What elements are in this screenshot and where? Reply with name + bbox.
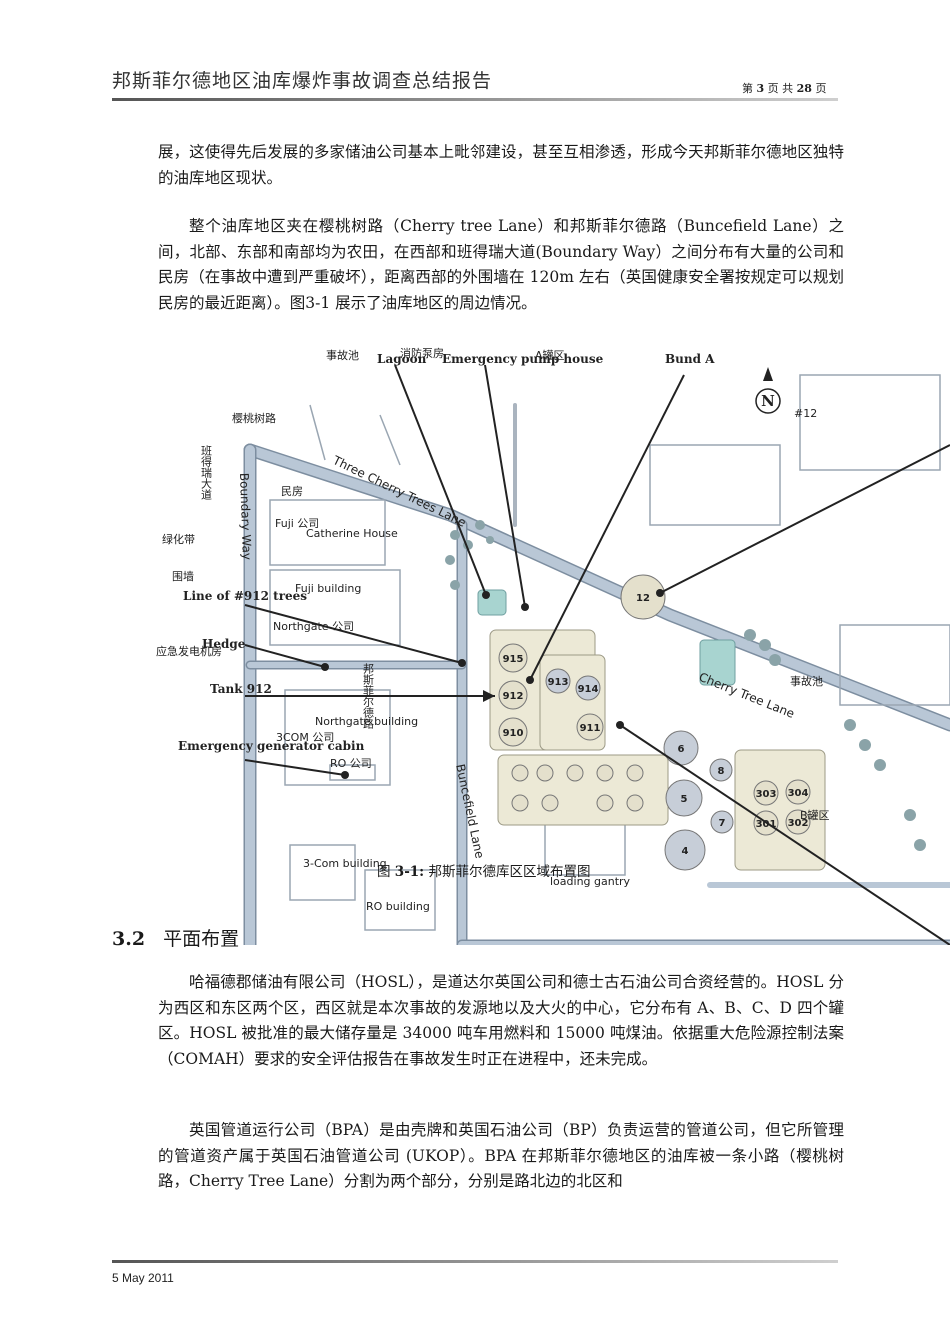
label-3com-company: 3COM 公司 <box>276 731 334 744</box>
tank-910: 910 <box>498 717 528 747</box>
label-emergency-gen: Emergency generator cabin <box>178 739 365 753</box>
svg-text:912: 912 <box>503 691 524 702</box>
svg-text:304: 304 <box>788 788 809 799</box>
label-northgate-company: Northgate 公司 <box>273 620 354 633</box>
label-gen-room: 应急发电机房 <box>156 644 222 658</box>
label-line-trees: Line of #912 trees <box>183 589 307 603</box>
label-lagoon-cn: 事故池 <box>326 348 359 362</box>
label-hedge: Hedge <box>202 637 246 651</box>
label-boundary-cn: 班得瑞大道 <box>200 445 213 500</box>
svg-text:302: 302 <box>788 818 809 829</box>
paragraph-1: 展，这使得先后发展的多家储油公司基本上毗邻建设，甚至互相渗透，形成今天邦斯菲尔德… <box>158 143 844 187</box>
arrow-tank912 <box>483 690 495 702</box>
label-northgate-building: Northgate building <box>315 715 418 728</box>
tank-12: 12 <box>620 574 666 620</box>
page-indicator: 第 3 页 共 28 页 <box>742 82 827 95</box>
report-title: 邦斯菲尔德地区油库爆炸事故调查总结报告 <box>112 70 493 92</box>
tank-911: 911 <box>576 713 604 741</box>
header-rule <box>112 98 838 101</box>
site-map-figure: 915 912 910 913 914 911 12 6 8 5 7 4 303… <box>150 345 950 945</box>
label-buncefield-cn: 邦斯菲尔德路 <box>362 663 375 730</box>
label-fuji-company: Fuji 公司 <box>275 517 319 530</box>
svg-text:12: 12 <box>636 593 650 604</box>
paragraph-2: 整个油库地区夹在樱桃树路（Cherry tree Lane）和邦斯菲尔德路（Bu… <box>158 217 844 312</box>
label-catherine-house: Catherine House <box>306 527 398 540</box>
svg-text:N: N <box>761 392 775 410</box>
tank-4: 4 <box>664 829 706 871</box>
leader-lines <box>244 364 950 945</box>
tank-302: 302 <box>785 809 811 835</box>
svg-text:8: 8 <box>718 766 725 777</box>
label-cherry-cn: 樱桃树路 <box>232 411 276 425</box>
footer-rule <box>112 1260 838 1263</box>
svg-text:910: 910 <box>503 728 524 739</box>
paragraph-3: 哈福德郡储油有限公司（HOSL），是道达尔英国公司和德士古石油公司合资经营的。H… <box>158 973 844 1068</box>
svg-text:4: 4 <box>682 846 689 857</box>
tank-6: 6 <box>663 730 699 766</box>
buildings <box>269 374 950 931</box>
label-lagoon2: 事故池 <box>790 674 823 688</box>
small-tanks <box>511 764 644 812</box>
label-tankarea-b: B罐区 <box>800 809 830 822</box>
label-3com-building: 3-Com building <box>303 857 387 870</box>
footer-date: 5 May 2011 <box>112 1271 174 1285</box>
label-wall: 围墙 <box>172 569 194 583</box>
tank-914: 914 <box>575 675 601 701</box>
label-loading-gantry: loading gantry <box>550 875 631 888</box>
svg-text:5: 5 <box>681 794 688 805</box>
figure-caption: 图 3-1: 邦斯菲尔德库区区域布置图 <box>377 864 591 880</box>
label-12: #12 <box>794 407 817 420</box>
label-bund-a: Bund A <box>665 352 715 366</box>
label-ro-building: RO building <box>366 900 430 913</box>
label-green-belt: 绿化带 <box>162 532 195 546</box>
tank-5: 5 <box>665 779 703 817</box>
tank-8: 8 <box>709 758 733 782</box>
label-ro-company: RO 公司 <box>330 757 372 770</box>
svg-text:913: 913 <box>548 677 569 688</box>
svg-text:303: 303 <box>756 789 777 800</box>
paragraph-4: 英国管道运行公司（BPA）是由壳牌和英国石油公司（BP）负责运营的管道公司，但它… <box>158 1121 844 1190</box>
north-arrow-icon: N <box>755 367 781 414</box>
tank-912: 912 <box>498 680 528 710</box>
tank-913: 913 <box>545 668 571 694</box>
tank-304: 304 <box>785 779 811 805</box>
tank-303: 303 <box>753 780 779 806</box>
label-pump-cn: 消防泵房 <box>400 346 444 360</box>
svg-text:6: 6 <box>678 744 685 755</box>
tank-915: 915 <box>498 643 528 673</box>
svg-text:911: 911 <box>580 723 601 734</box>
tank-7: 7 <box>710 810 734 834</box>
label-boundary-en: Boundary Way <box>237 473 254 561</box>
svg-text:7: 7 <box>719 818 726 829</box>
label-pump-en: Emergency pump house <box>442 352 604 366</box>
trees <box>445 520 926 851</box>
label-lagoon-en: Lagoon <box>377 352 427 366</box>
label-fuji-building: Fuji building <box>295 582 361 595</box>
svg-text:914: 914 <box>578 684 599 695</box>
label-tank912: Tank 912 <box>210 682 272 696</box>
label-tankarea-a: A罐区 <box>535 349 565 362</box>
label-houses: 民房 <box>281 485 303 498</box>
svg-text:301: 301 <box>756 819 777 830</box>
leader-dots <box>321 589 664 779</box>
svg-text:915: 915 <box>503 654 524 665</box>
roads <box>243 403 950 945</box>
